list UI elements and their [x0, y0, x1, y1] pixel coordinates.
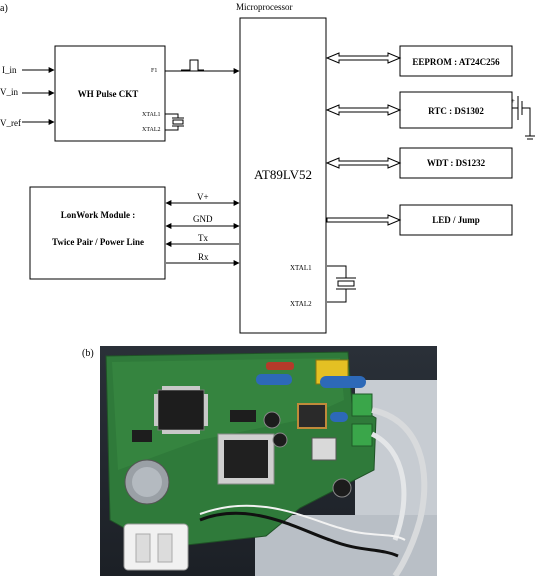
- signal-label-rx: Rx: [198, 252, 209, 262]
- qfp-chip: [158, 390, 204, 430]
- wh-pulse-title: WH Pulse CKT: [78, 89, 139, 99]
- peripheral-led: LED / Jump: [400, 205, 512, 235]
- input-label-v-in: V_in: [0, 87, 19, 97]
- rtc-battery-icon: [512, 96, 535, 139]
- panel-a-block-diagram: a) Microprocessor AT89LV52 XTAL1 XTAL2 W…: [0, 2, 535, 333]
- red-resistor: [266, 362, 294, 370]
- rtc-battery-plus: +: [511, 97, 515, 105]
- microprocessor-caption: Microprocessor: [236, 2, 292, 12]
- lonwork-block: [30, 187, 165, 279]
- bus-arrow-wdt: [327, 158, 400, 168]
- peripheral-label-rtc: RTC : DS1302: [428, 106, 484, 116]
- signal-label-tx: Tx: [198, 233, 208, 243]
- plcc-chip: [224, 440, 268, 478]
- lonwork-signals: V+ GND Tx Rx: [166, 192, 239, 263]
- peripheral-label-eeprom: EEPROM : AT24C256: [412, 57, 500, 67]
- wh-crystal-icon: [165, 114, 184, 130]
- mcu-crystal-icon: [327, 266, 356, 302]
- input-label-v-ref: V_ref: [0, 118, 21, 128]
- signal-label-gnd: GND: [193, 214, 213, 224]
- terminal-block-2: [352, 424, 372, 446]
- lonwork-line1: LonWork Module :: [61, 210, 136, 220]
- peripheral-bus-arrows: [327, 53, 400, 225]
- mcu-label: AT89LV52: [254, 167, 312, 182]
- blue-capacitor-1: [256, 374, 292, 385]
- wh-pin-f1: F1: [151, 68, 157, 74]
- white-connector: [124, 524, 188, 570]
- bus-arrow-eeprom: [327, 53, 400, 63]
- peripheral-rtc: RTC : DS1302: [400, 92, 512, 128]
- blue-capacitor-2: [320, 376, 366, 388]
- small-ic-2: [230, 410, 256, 422]
- input-label-i-in: I_in: [2, 65, 17, 75]
- wh-pin-xtal2: XTAL2: [142, 127, 161, 133]
- small-ic-1: [132, 430, 152, 442]
- small-ic-3: [312, 438, 336, 460]
- wh-pin-xtal1: XTAL1: [142, 112, 161, 118]
- blue-capacitor-3: [330, 412, 348, 422]
- mcu-xtal1-label: XTAL1: [290, 264, 312, 272]
- peripheral-label-wdt: WDT : DS1232: [427, 158, 486, 168]
- electrolytic-cap-3: [333, 479, 351, 497]
- peripheral-label-led: LED / Jump: [432, 215, 480, 225]
- panel-b-photo: (b): [82, 346, 437, 576]
- peripheral-eeprom: EEPROM : AT24C256: [400, 46, 512, 76]
- panel-a-label: a): [0, 3, 8, 14]
- mcu-xtal2-label: XTAL2: [290, 300, 312, 308]
- pulse-waveform-icon: [181, 60, 204, 70]
- terminal-block-1: [352, 394, 372, 416]
- inductor: [298, 404, 326, 428]
- electrolytic-cap-2: [273, 433, 287, 447]
- peripheral-wdt: WDT : DS1232: [400, 148, 512, 178]
- wh-inputs: I_in V_in V_ref: [0, 65, 54, 128]
- lonwork-line2: Twice Pair / Power Line: [52, 237, 144, 247]
- bus-arrow-led: [327, 215, 400, 225]
- electrolytic-cap-1: [264, 412, 280, 428]
- bus-arrow-rtc: [327, 105, 400, 115]
- panel-b-label: (b): [82, 348, 94, 359]
- signal-label-vplus: V+: [197, 192, 209, 202]
